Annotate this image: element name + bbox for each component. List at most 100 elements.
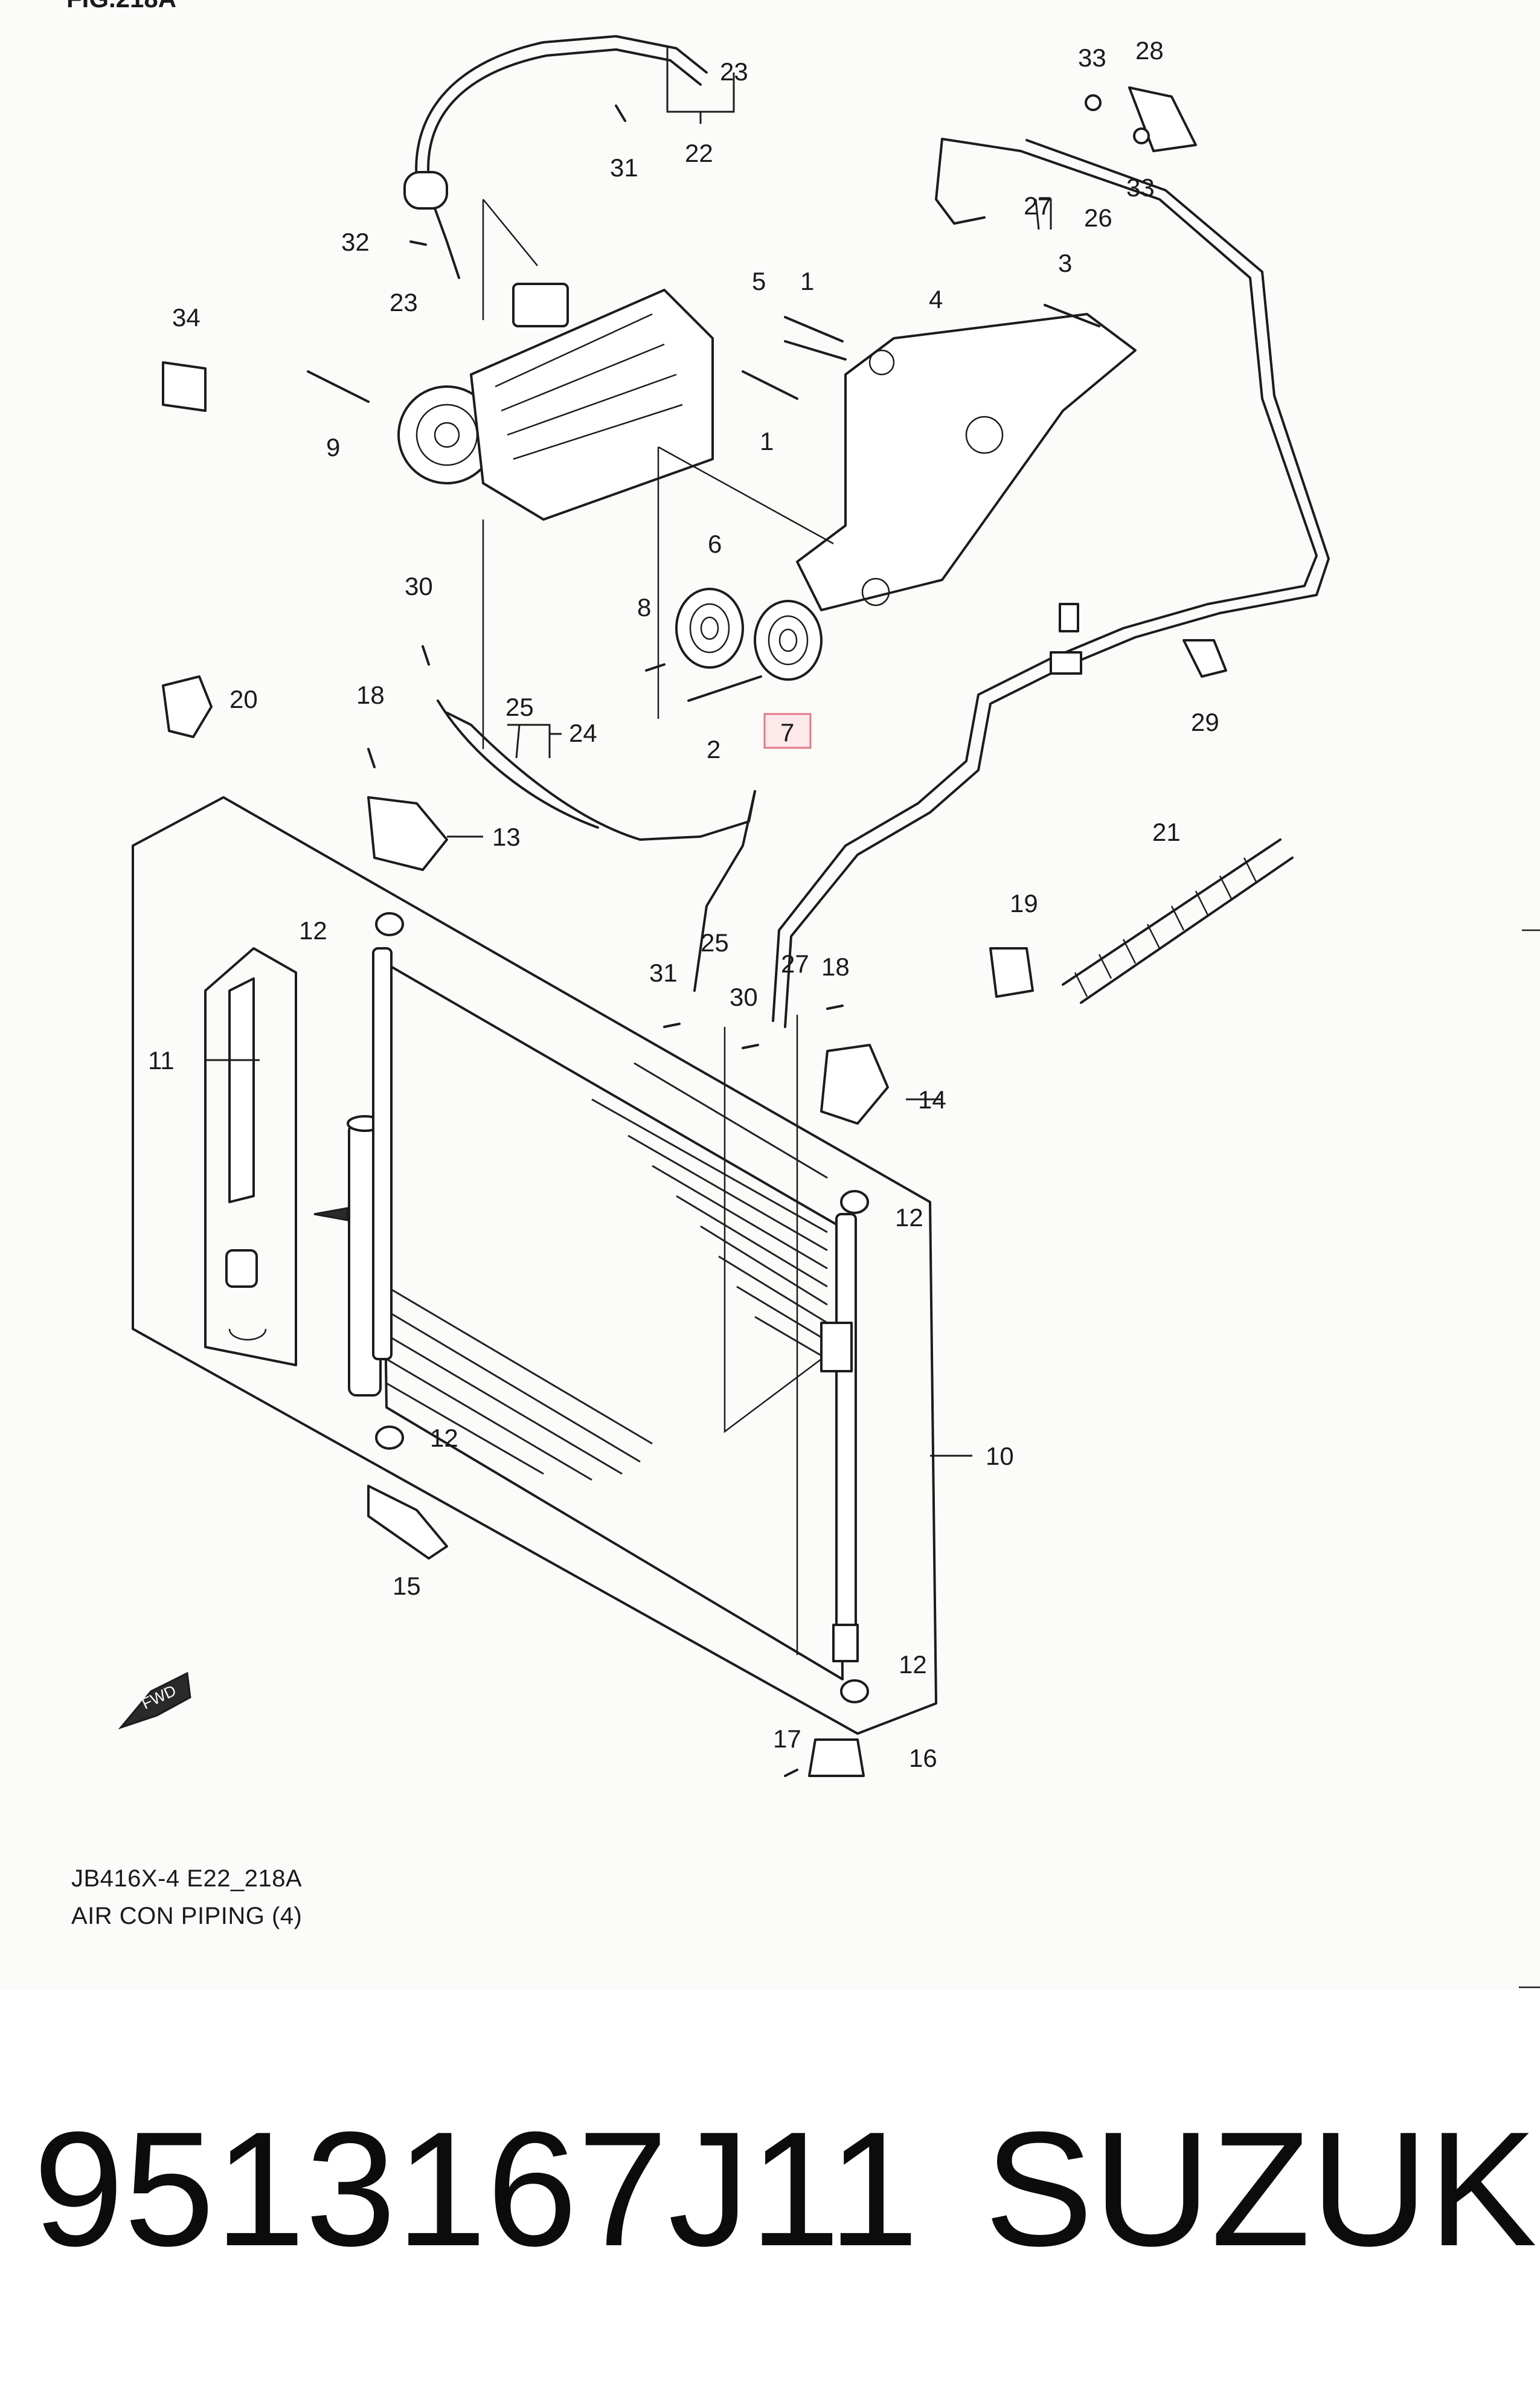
nut-33-upper: [1085, 94, 1102, 111]
callout-16: 16: [909, 1744, 937, 1772]
callout-7-highlight: [763, 713, 812, 749]
callout-2: 2: [707, 735, 720, 764]
parts-diagram-panel: FIG.218A: [66, 0, 1540, 1989]
suction-hose-upper-2: [427, 48, 702, 182]
liquid-pipe: [772, 138, 1318, 1022]
relay-34: [162, 361, 207, 412]
callout-28: 28: [1135, 36, 1164, 65]
lower-bracket-block: [832, 1624, 859, 1662]
sensor-19: [989, 947, 1034, 998]
hose-fitting-pipe: [434, 207, 460, 279]
idler-pulley: [675, 588, 744, 669]
callout-13: 13: [492, 823, 521, 851]
discharge-hose-24b: [437, 699, 599, 829]
compressor-bracket: [796, 313, 1137, 611]
bolt-18-lower: [826, 1005, 844, 1010]
callout-1b: 1: [760, 427, 774, 455]
compressor: [397, 283, 714, 521]
hose-fitting-upper: [403, 171, 448, 210]
discharge-hose-24: [446, 712, 756, 841]
callout-23b: 23: [390, 288, 418, 317]
desiccant-element: [228, 977, 255, 1203]
callout-12b: 12: [895, 1203, 923, 1232]
bolt-3: [1044, 304, 1100, 327]
bolt-31-lower: [663, 1023, 681, 1028]
bolt-32: [409, 240, 427, 246]
leader-lines: [205, 45, 1052, 1457]
snap-ring: [228, 1328, 267, 1341]
left-header-tank: [372, 947, 393, 1360]
callout-20: 20: [229, 685, 258, 713]
nut-33-lower: [1133, 127, 1150, 144]
callout-30a: 30: [405, 572, 433, 600]
callout-19: 19: [1010, 889, 1038, 918]
callout-12c: 12: [430, 1424, 458, 1452]
pipe-to-condenser-left: [693, 790, 756, 992]
callout-33b: 33: [1126, 173, 1155, 202]
insulator-upper-left: [375, 912, 404, 936]
callout-27b: 27: [781, 950, 809, 978]
bracket-16: [808, 1738, 865, 1777]
callout-10: 10: [986, 1442, 1014, 1470]
reference-lines-2: [482, 199, 538, 320]
bolt-30-upper: [422, 645, 430, 666]
callout-6: 6: [708, 530, 722, 558]
tensioner-pulley: [754, 600, 823, 681]
callout-18b: 18: [821, 953, 850, 981]
callout-30b: 30: [730, 983, 758, 1011]
callout-3: 3: [1058, 249, 1072, 277]
bolt-1-upper: [784, 340, 847, 361]
reference-lines-4: [723, 1027, 822, 1433]
callout-22: 22: [685, 139, 713, 167]
callout-27a: 27: [1024, 191, 1052, 220]
brand-name: SUZUKI: [984, 2098, 1540, 2280]
callout-5: 5: [752, 267, 766, 295]
callout-31a: 31: [610, 153, 638, 182]
drier-plug: [225, 1249, 258, 1288]
bolt-30-lower: [742, 1044, 759, 1049]
pipe-clamp: [1050, 651, 1082, 675]
condenser-outline: [132, 796, 937, 1735]
bolt-2: [687, 675, 762, 702]
callout-14: 14: [918, 1085, 946, 1114]
air-con-piping-diagram: FIG.218A: [66, 0, 1540, 1989]
callout-15: 15: [393, 1572, 421, 1600]
arrow-marker: [313, 1207, 348, 1221]
drier-kit-outline: [204, 947, 297, 1366]
callout-4: 4: [929, 285, 943, 313]
clamp-29: [1182, 639, 1227, 678]
reference-lines: [657, 446, 834, 719]
callout-31b: 31: [649, 959, 678, 987]
callout-24: 24: [569, 719, 597, 747]
callout-17: 17: [773, 1725, 801, 1753]
figure-label: FIG.218A: [66, 0, 176, 13]
callout-12d: 12: [899, 1650, 927, 1679]
callout-8: 8: [637, 593, 651, 622]
insulator-lower-left: [375, 1426, 404, 1450]
bolt-18-upper: [367, 748, 376, 768]
part-number: 9513167J11: [33, 2098, 919, 2280]
callout-labels: 23 22 31 32 23 34 9 33 28 33 27 26 5 1 4…: [148, 36, 1219, 1772]
clip-20: [162, 675, 213, 738]
callout-25b: 25: [701, 928, 729, 957]
callout-23a: 23: [720, 57, 748, 86]
pressure-switch: [1059, 603, 1079, 632]
liquid-pipe-outer: [784, 139, 1330, 1028]
diagram-title: AIR CON PIPING (4): [71, 1903, 303, 1929]
diagram-model-code: JB416X-4 E22_218A: [71, 1865, 303, 1892]
callout-7: 7: [780, 718, 794, 747]
bracket-13: [367, 796, 448, 871]
condenser-fins: [386, 1062, 828, 1481]
right-header-tank: [835, 1213, 857, 1662]
fwd-arrow-marker: FWD: [118, 1671, 191, 1730]
bolt-1-lower: [742, 370, 798, 400]
callout-34: 34: [172, 303, 201, 332]
callout-33a: 33: [1078, 43, 1106, 72]
bolt-9: [307, 370, 370, 403]
callout-18a: 18: [356, 681, 385, 709]
bracket-15: [367, 1485, 448, 1560]
callout-12a: 12: [299, 916, 327, 945]
callout-1a: 1: [800, 267, 814, 295]
bolt-5: [784, 316, 844, 342]
insulator-upper-right: [840, 1190, 869, 1214]
